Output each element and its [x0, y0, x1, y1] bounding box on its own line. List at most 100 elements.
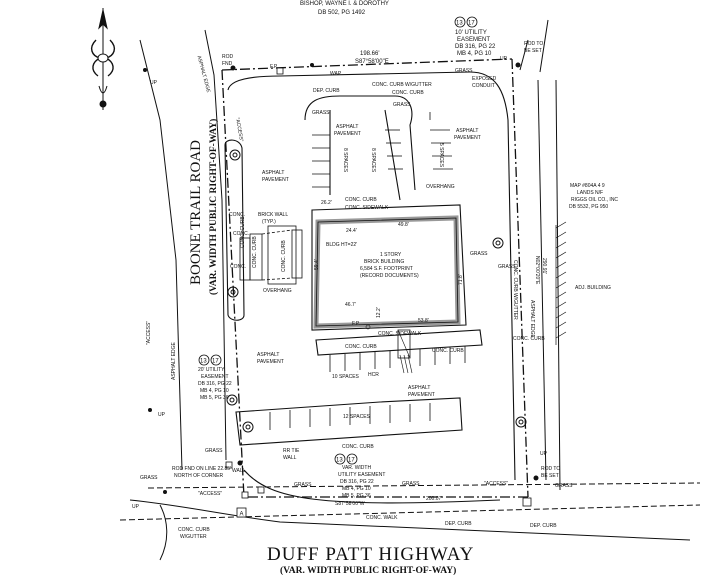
- left-easement-line1: 20' UTILITY: [198, 367, 225, 373]
- conc-curb-top: CONC. CURB: [392, 90, 424, 96]
- rod-fnd-bottom-1: ROD FND ON LINE 22.85': [172, 466, 231, 472]
- exposed-conduit-1: EXPOSED: [472, 76, 497, 82]
- dep-curb-top: DEP. CURB: [313, 88, 340, 94]
- bottom-easement-callout-17: 17: [348, 458, 355, 464]
- up-label-2: UP: [158, 412, 166, 418]
- boone-trail-road-name: BOONE TRAIL ROAD: [188, 140, 204, 285]
- top-easement-line1: 10' UTILITY: [455, 30, 487, 36]
- building-footprint: [313, 215, 461, 359]
- grass-island-top: GRASS: [393, 102, 411, 108]
- conc-curb-bottom-right: CONC. CURB: [432, 348, 464, 354]
- bottom-easement-callout: 13 17 VAR. WIDTH UTILITY EASEMENT DB 316…: [334, 453, 385, 499]
- box-a-label: A: [240, 512, 244, 518]
- conc-curb-bottom: CONC. CURB: [345, 344, 377, 350]
- grass-left-lower: GRASS: [205, 448, 223, 454]
- top-easement-callout-17: 17: [468, 21, 475, 27]
- map-block-2: LANDS N/F: [577, 190, 603, 196]
- duff-patt-highway-name: DUFF PATT HIGHWAY: [267, 544, 474, 565]
- asphalt-edge-top: ASPHALT EDGE: [196, 55, 212, 94]
- asphalt-pavement-left-1: ASPHALT: [262, 170, 284, 176]
- conc-curb-lower: CONC. CURB: [342, 444, 374, 450]
- tree-icon: [226, 149, 527, 433]
- rod-fnd-top-2: FND: [222, 61, 233, 67]
- map-block-3: RIGGS OIL CO., INC: [571, 197, 618, 203]
- building-line1: 1 STORY: [380, 252, 402, 258]
- building-line2: BRICK BUILDING: [364, 259, 404, 265]
- building-line4: (RECORD DOCUMENTS): [360, 273, 419, 279]
- left-easement-callout: 13 17 20' UTILITY EASEMENT DB 316, PG 22…: [198, 354, 232, 401]
- fp-top: F.P.: [270, 64, 278, 70]
- spaces-8-mid: 8 SPACES: [370, 148, 376, 173]
- wap-label: WAP: [330, 71, 342, 77]
- building-height: BLDG HT=22': [326, 242, 357, 248]
- top-easement-line3: DB 316, PG 22: [455, 44, 496, 50]
- conc-label-left-1: CONC.: [229, 212, 245, 218]
- right-bearing-distance: 290.91': [541, 258, 547, 274]
- conc-curb-mid: CONC. CURB: [345, 197, 377, 203]
- right-bearing: N02°00'20"E: [534, 256, 540, 285]
- up-label-4: UP: [540, 451, 548, 457]
- bottom-easement-line1: VAR. WIDTH: [342, 465, 371, 471]
- top-easement-callout: 13 17 10' UTILITY EASEMENT DB 316, PG 22…: [454, 16, 496, 57]
- rod-fnd-top-1: ROD: [222, 54, 234, 60]
- north-bearing: S87°58'00"E: [355, 59, 389, 65]
- asphalt-pavement-top-1: ASPHALT: [336, 124, 358, 130]
- adj-building-label: ADJ. BUILDING: [575, 285, 611, 291]
- conc-sidewalk-bottom: CONC. SIDEWALK: [378, 331, 422, 337]
- utility-pole-icon: [143, 62, 539, 494]
- building-line3: 6,584 S.F. FOOTPRINT: [360, 266, 413, 272]
- duff-patt-highway-sub: (VAR. WIDTH PUBLIC RIGHT-OF-WAY): [280, 565, 456, 576]
- survey-markers: [225, 67, 532, 507]
- bottom-easement-line3: DB 316, PG 22: [340, 479, 374, 485]
- bottom-bearing: S87°58'00"W: [335, 501, 365, 507]
- left-easement-line3: DB 316, PG 22: [198, 381, 232, 387]
- left-easement-line5: MB 5, PG 36: [200, 395, 229, 401]
- up-label-3: UP: [132, 504, 140, 510]
- parking-lot-curbs: [224, 71, 516, 504]
- hcr-label: HCR: [368, 372, 379, 378]
- conc-curb-vert-3: CONC. CURB: [281, 240, 287, 272]
- conc-curb-right: CONC. CURB: [513, 336, 545, 342]
- rr-tie-2: WALL: [283, 455, 297, 461]
- map-block-4: DB 5532, PG 950: [569, 204, 608, 210]
- asphalt-pavement-right-1: ASPHALT: [456, 128, 478, 134]
- parking-stripes: [269, 112, 466, 430]
- grass-bottom-right: GRASS: [555, 483, 573, 489]
- exposed-conduit-2: CONDUIT: [472, 83, 495, 89]
- asphalt-pavement-lower-1: ASPHALT: [257, 352, 279, 358]
- conc-sidewalk-top: CONC. SIDEWALK: [345, 205, 389, 211]
- conc-curb-gutter-top: CONC. CURB W/GUTTER: [372, 82, 432, 88]
- rod-to-be-set-bottom-1: ROD TO: [541, 466, 560, 472]
- boone-trail-road-sub: (VAR. WIDTH PUBLIC RIGHT-OF-WAY): [208, 119, 219, 295]
- grass-bottom-2: GRASS: [402, 481, 420, 487]
- conc-curb-gutter-bl-1: CONC. CURB: [178, 527, 210, 533]
- dim-49: 49.8': [398, 222, 409, 228]
- bottom-easement-line2: UTILITY EASEMENT: [338, 472, 385, 478]
- wall-label: WALL: [232, 468, 246, 474]
- asphalt-pavement-lower-2: PAVEMENT: [257, 359, 284, 365]
- rod-to-be-set-top-1: ROD TO: [524, 41, 543, 47]
- adjoiner-top-line2: DB 502, PG 1492: [318, 10, 366, 16]
- grass-bottom-left: GRASS: [140, 475, 158, 481]
- conc-curb-vert-2: CONC. CURB: [252, 236, 258, 268]
- access-left: "ACCESS": [198, 491, 222, 497]
- spaces-5: 5 SPACES: [438, 143, 444, 168]
- conc-label-left-3: CONC.: [230, 264, 246, 270]
- access-left-top: "ACCESS": [234, 117, 244, 142]
- left-easement-line4: MB 4, PG 10: [200, 388, 229, 394]
- bottom-easement-line5: MB 5, PG 36: [342, 493, 371, 499]
- left-easement-callout-13: 13: [200, 359, 207, 365]
- access-right: "ACCESS": [484, 481, 508, 487]
- asphalt-pavement-left-2: PAVEMENT: [262, 177, 289, 183]
- box-a-marker: A: [236, 507, 247, 518]
- grass-right: GRASS: [498, 264, 516, 270]
- rod-to-be-set-bottom-2: BE SET: [541, 473, 559, 479]
- asphalt-pavement-mid-1: ASPHALT: [408, 385, 430, 391]
- overhang-left: OVERHANG: [263, 288, 292, 294]
- handicap-stall: [399, 354, 413, 374]
- conc-curb-gutter-bl-2: W/GUTTER: [180, 534, 207, 540]
- dep-curb-right: DEP. CURB: [530, 523, 557, 529]
- rod-to-be-set-top-2: BE SET: [524, 48, 542, 54]
- spaces-10: 10 SPACES: [332, 374, 360, 380]
